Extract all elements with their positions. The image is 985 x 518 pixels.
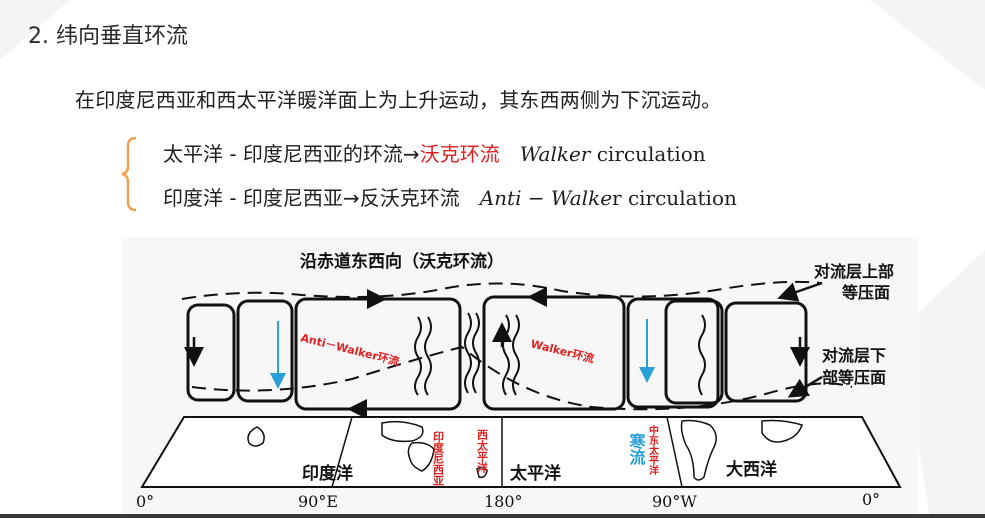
walker-highlight: 沃克环流 [419, 142, 500, 166]
indian-ocean-label: 印度洋 [302, 463, 353, 484]
cold-current-label: 寒流 [627, 432, 647, 466]
anti-walker-prefix: 印度洋 - 印度尼西亚→反沃克环流 [163, 186, 460, 210]
cell-right-1 [664, 299, 724, 405]
lower-troposphere-label-1: 对流层下 [822, 346, 886, 365]
lower-troposphere-label-2: 部等压面 [822, 368, 886, 387]
lon-180: 180° [484, 492, 523, 511]
lon-0-left: 0° [136, 492, 154, 511]
central-east-pacific-label: 中东太平洋 [647, 424, 660, 476]
figure-caption: 沿赤道东西向（沃克环流） [300, 251, 504, 272]
anti-walker-line: 印度洋 - 印度尼西亚→反沃克环流 Anti − Walker circulati… [163, 182, 737, 211]
cell-walker-east [626, 297, 720, 409]
lon-0-right: 0° [862, 490, 880, 509]
intro-text: 在印度尼西亚和西太平洋暖洋面上为上升运动，其东西两侧为下沉运动。 [75, 88, 722, 112]
upper-troposphere-label-2: 等压面 [841, 283, 890, 302]
flow-arrows [184, 281, 823, 419]
slide-title: 2. 纬向垂直环流 [28, 24, 188, 49]
upper-troposphere-label-1: 对流层上部 [814, 262, 894, 281]
upper-isobar-line [181, 280, 823, 300]
lon-90w: 90°W [652, 492, 697, 511]
west-pacific-label: 西太平洋 [476, 429, 490, 474]
indonesia-label: 印度尼西亚 [432, 431, 445, 486]
anti-walker-suffix: r circulation [612, 186, 737, 210]
walker-line: 太平洋 - 印度尼西亚的环流→沃克环流 Walker circulation [163, 138, 706, 167]
map-longitude-lines [331, 416, 683, 488]
cell-left-2 [236, 299, 294, 403]
atlantic-ocean-label: 大西洋 [726, 459, 777, 480]
lon-90e: 90°E [298, 492, 338, 511]
lower-isobar-line [191, 345, 853, 411]
brace-icon [121, 136, 137, 212]
anti-walker-term: Anti − Walke [479, 186, 613, 210]
bottom-border [0, 514, 985, 518]
walker-suffix: circulation [590, 142, 706, 166]
pacific-ocean-label: 太平洋 [510, 463, 561, 484]
walker-circulation-diagram: 沿赤道东西向（沃克环流） Anti－Walker环流 Wa [122, 237, 918, 515]
continents [247, 419, 803, 481]
walker-term: Walker [519, 142, 591, 166]
walker-line-prefix: 太平洋 - 印度尼西亚的环流→ [163, 142, 420, 166]
